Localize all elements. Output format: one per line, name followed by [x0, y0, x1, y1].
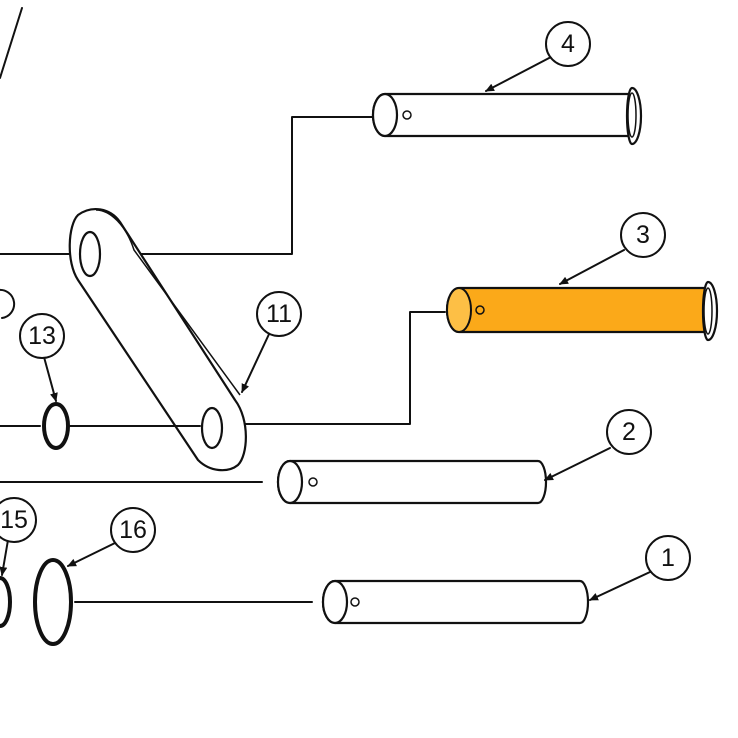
- callout-arrow-13: [43, 356, 58, 402]
- pin-part-1[interactable]: [321, 579, 590, 625]
- callout-arrow-16: [67, 542, 116, 567]
- callout-arrow-3: [559, 249, 625, 285]
- callout-label-3: 3: [636, 221, 650, 249]
- callout-label-15: 15: [0, 506, 28, 534]
- callout-label-16: 16: [119, 516, 147, 544]
- callout-label-4: 4: [561, 30, 575, 58]
- callout-arrow-1: [589, 571, 651, 601]
- o-ring-part-15[interactable]: [0, 576, 12, 628]
- edge-line: [0, 7, 23, 79]
- callout-3: 3: [620, 212, 666, 258]
- callout-2: 2: [606, 409, 652, 455]
- callout-11: 11: [256, 291, 302, 337]
- callout-16: 16: [110, 507, 156, 553]
- pin-part-2[interactable]: [276, 459, 548, 505]
- callout-13: 13: [19, 313, 65, 359]
- callout-arrow-15: [0, 539, 9, 576]
- callout-label-13: 13: [28, 322, 56, 350]
- callout-4: 4: [545, 21, 591, 67]
- callout-arrow-11: [241, 331, 271, 393]
- callout-15: 15: [0, 497, 37, 543]
- callout-label-1: 1: [661, 544, 675, 572]
- partial-callout-edge: [0, 288, 16, 319]
- o-ring-part-16[interactable]: [33, 558, 73, 646]
- callout-1: 1: [645, 535, 691, 581]
- callout-label-11: 11: [266, 300, 292, 328]
- callout-arrow-2: [544, 447, 611, 481]
- callout-label-2: 2: [622, 418, 636, 446]
- pin-part-3-highlighted[interactable]: [445, 280, 719, 342]
- callout-arrow-4: [485, 56, 552, 92]
- o-ring-part-13[interactable]: [42, 402, 70, 450]
- leader-line-4: [0, 116, 373, 255]
- pin-part-4[interactable]: [371, 86, 643, 146]
- leader-line-3: [244, 311, 446, 425]
- link-plate-part-11[interactable]: [68, 208, 247, 472]
